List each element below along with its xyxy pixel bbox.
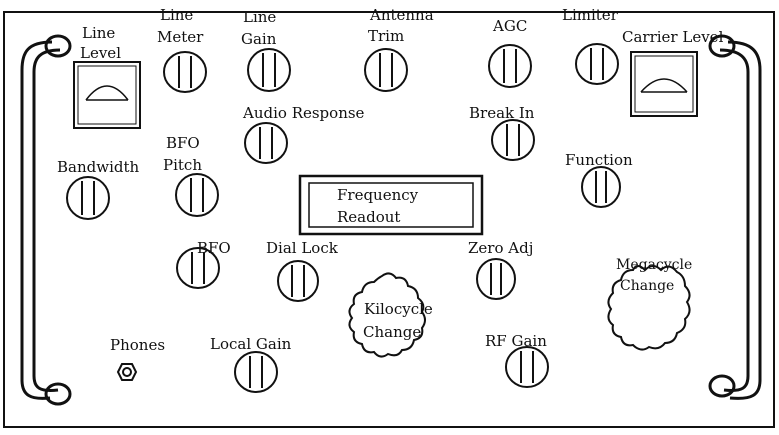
megacycle-change-label-2: Change [620, 278, 674, 294]
right-handle [708, 34, 762, 400]
rf-gain-knob[interactable] [505, 346, 549, 388]
kilocycle-change-label-1: Kilocycle [364, 300, 433, 318]
break-in-label: Break In [469, 104, 535, 122]
zero-adj-label: Zero Adj [468, 239, 533, 257]
line-gain-label-1: Line [243, 8, 276, 26]
line-level-label-2: Level [80, 44, 121, 62]
break-in-knob[interactable] [491, 119, 535, 161]
limiter-label: Limiter [562, 6, 619, 24]
dial-lock-label: Dial Lock [266, 239, 339, 257]
carrier-level-label: Carrier Level [622, 28, 724, 46]
zero-adj-knob[interactable] [476, 258, 516, 300]
agc-knob[interactable] [488, 44, 532, 88]
audio-response-knob[interactable] [244, 122, 288, 164]
frequency-readout-window [298, 174, 484, 236]
audio-response-label: Audio Response [242, 104, 365, 122]
line-level-label-1: Line [82, 24, 115, 42]
local-gain-knob[interactable] [234, 351, 278, 393]
bandwidth-knob[interactable] [66, 176, 110, 220]
kilocycle-change-label-2: Change [363, 323, 421, 341]
carrier-level-meter [630, 51, 698, 117]
bandwidth-label: Bandwidth [57, 158, 139, 176]
bfo-pitch-label-1: BFO [166, 134, 200, 152]
dial-lock-knob[interactable] [277, 260, 319, 302]
line-level-meter [73, 61, 141, 129]
agc-label: AGC [492, 17, 527, 35]
bfo-knob[interactable] [176, 247, 220, 289]
frequency-readout-label-1: Frequency [337, 186, 419, 204]
kilocycle-change-knob[interactable] [348, 272, 426, 358]
line-gain-knob[interactable] [247, 48, 291, 92]
line-meter-knob[interactable] [163, 51, 207, 93]
frequency-readout-label-2: Readout [337, 208, 400, 226]
limiter-knob[interactable] [575, 43, 619, 85]
bfo-pitch-label-2: Pitch [163, 156, 202, 174]
panel-border [3, 11, 775, 428]
phones-jack[interactable] [116, 363, 138, 381]
antenna-trim-label-1: Antenna [369, 6, 434, 24]
function-label: Function [565, 151, 633, 169]
antenna-trim-label-2: Trim [368, 27, 404, 45]
bfo-label: BFO [197, 239, 231, 257]
bfo-pitch-knob[interactable] [175, 173, 219, 217]
left-handle [20, 34, 72, 406]
line-meter-label-2: Meter [157, 28, 204, 46]
antenna-trim-knob[interactable] [364, 48, 408, 92]
line-meter-label-1: Line [160, 6, 193, 24]
local-gain-label: Local Gain [210, 335, 292, 353]
phones-label: Phones [110, 336, 165, 354]
megacycle-change-knob[interactable] [607, 265, 691, 351]
line-gain-label-2: Gain [241, 30, 277, 48]
function-knob[interactable] [581, 166, 621, 208]
rf-gain-label: RF Gain [485, 332, 547, 350]
